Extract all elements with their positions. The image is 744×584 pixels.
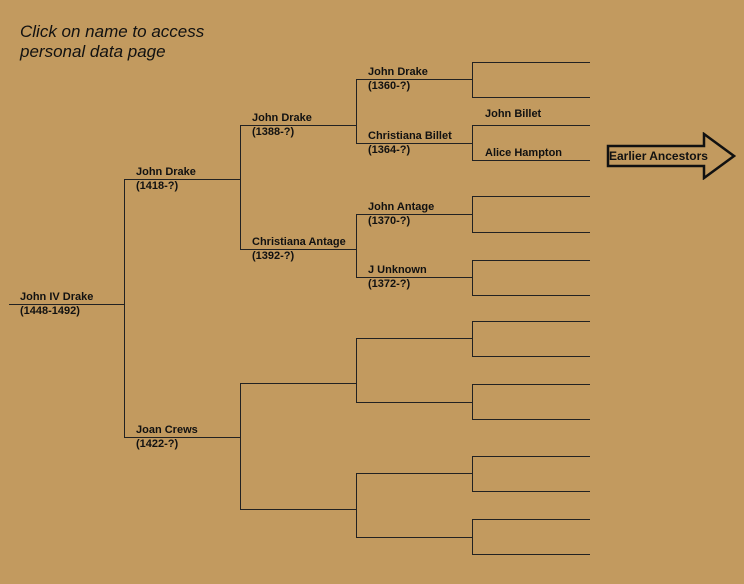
person-gg-father-2-years: (1370-?) xyxy=(368,215,411,227)
ancestor-slot-1 xyxy=(472,62,590,63)
person-paternal-grandfather-name[interactable]: John Drake xyxy=(252,112,312,124)
person-gg-father-2: John Antage (1370-?) xyxy=(368,200,434,228)
person-father: John Drake (1418-?) xyxy=(136,165,196,193)
person-ggg-mother-billet-name[interactable]: Alice Hampton xyxy=(485,147,563,159)
person-father-name[interactable]: John Drake xyxy=(136,166,196,178)
person-gg-mother-2-name[interactable]: J Unknown xyxy=(368,264,427,276)
connector-mgf-vertical xyxy=(356,338,357,402)
person-gg-father-1: John Drake (1360-?) xyxy=(368,65,428,93)
person-gg-mother-2: J Unknown (1372-?) xyxy=(368,263,427,291)
bracket-6-vertical xyxy=(472,384,473,419)
earlier-ancestors-button[interactable]: Earlier Ancestors xyxy=(606,131,737,181)
connector-mgm-vertical xyxy=(356,473,357,537)
person-mother: Joan Crews (1422-?) xyxy=(136,423,198,451)
bracket-3-vertical xyxy=(472,196,473,232)
bracket-4-vertical xyxy=(472,260,473,295)
connector-gg-7 xyxy=(356,473,473,474)
person-gg-mother-1-name[interactable]: Christiana Billet xyxy=(368,130,452,142)
person-ggg-father-billet-name[interactable]: John Billet xyxy=(485,108,542,120)
ancestor-slot-15 xyxy=(472,519,590,520)
person-paternal-grandfather-years: (1388-?) xyxy=(252,126,295,138)
person-paternal-grandfather: John Drake (1388-?) xyxy=(252,111,312,139)
ancestor-slot-13 xyxy=(472,456,590,457)
connector-father xyxy=(124,179,241,180)
person-paternal-grandmother-years: (1392-?) xyxy=(252,250,295,262)
connector-mother-vertical xyxy=(240,383,241,509)
connector-gg-5 xyxy=(356,338,473,339)
right-arrow-icon xyxy=(606,131,737,181)
person-gg-mother-1: Christiana Billet (1364-?) xyxy=(368,129,452,157)
connector-gg-4 xyxy=(356,277,473,278)
ancestor-slot-9 xyxy=(472,321,590,322)
connector-father-vertical xyxy=(240,125,241,250)
connector-mother xyxy=(124,437,241,438)
person-paternal-grandmother-name[interactable]: Christiana Antage xyxy=(252,236,346,248)
person-gg-mother-2-years: (1372-?) xyxy=(368,278,411,290)
connector-root-vertical xyxy=(124,179,125,437)
connector-pgf-vertical xyxy=(356,79,357,143)
ancestor-slot-12 xyxy=(472,419,590,420)
connector-root xyxy=(9,304,125,305)
person-ggg-father-billet: John Billet xyxy=(485,107,541,121)
person-gg-father-1-name[interactable]: John Drake xyxy=(368,66,428,78)
connector-paternal-grandfather xyxy=(240,125,357,126)
ancestor-slot-8 xyxy=(472,295,590,296)
bracket-8-vertical xyxy=(472,519,473,554)
person-gg-father-1-years: (1360-?) xyxy=(368,80,411,92)
person-gg-father-2-name[interactable]: John Antage xyxy=(368,201,435,213)
instructions-line-2: personal data page xyxy=(20,42,166,61)
connector-gg-2 xyxy=(356,143,473,144)
bracket-2-vertical xyxy=(472,125,473,160)
bracket-1-vertical xyxy=(472,62,473,97)
ancestor-slot-6 xyxy=(472,232,590,233)
bracket-5-vertical xyxy=(472,321,473,356)
connector-maternal-grandmother xyxy=(240,509,357,510)
ancestor-slot-3 xyxy=(472,125,590,126)
ancestor-slot-4 xyxy=(472,160,590,161)
person-father-years: (1418-?) xyxy=(136,180,179,192)
ancestor-slot-7 xyxy=(472,260,590,261)
ancestor-slot-5 xyxy=(472,196,590,197)
person-root: John IV Drake (1448-1492) xyxy=(20,290,93,318)
person-root-name[interactable]: John IV Drake xyxy=(20,291,94,303)
person-gg-mother-1-years: (1364-?) xyxy=(368,144,411,156)
connector-gg-6 xyxy=(356,402,473,403)
person-paternal-grandmother: Christiana Antage (1392-?) xyxy=(252,235,346,263)
connector-paternal-grandmother xyxy=(240,249,357,250)
connector-gg-8 xyxy=(356,537,473,538)
ancestor-slot-10 xyxy=(472,356,590,357)
connector-gg-3 xyxy=(356,214,473,215)
ancestor-slot-14 xyxy=(472,491,590,492)
bracket-7-vertical xyxy=(472,456,473,491)
person-mother-years: (1422-?) xyxy=(136,438,179,450)
instructions-line-1: Click on name to access xyxy=(20,22,205,41)
connector-gg-1 xyxy=(356,79,473,80)
ancestor-slot-11 xyxy=(472,384,590,385)
ancestor-slot-16 xyxy=(472,554,590,555)
ancestor-slot-2 xyxy=(472,97,590,98)
connector-maternal-grandfather xyxy=(240,383,357,384)
instructions-text: Click on name to access personal data pa… xyxy=(20,22,204,62)
person-root-years: (1448-1492) xyxy=(20,305,80,317)
person-mother-name[interactable]: Joan Crews xyxy=(136,424,198,436)
connector-pgm-vertical xyxy=(356,214,357,277)
earlier-ancestors-label: Earlier Ancestors xyxy=(609,149,708,163)
person-ggg-mother-billet: Alice Hampton xyxy=(485,146,562,160)
